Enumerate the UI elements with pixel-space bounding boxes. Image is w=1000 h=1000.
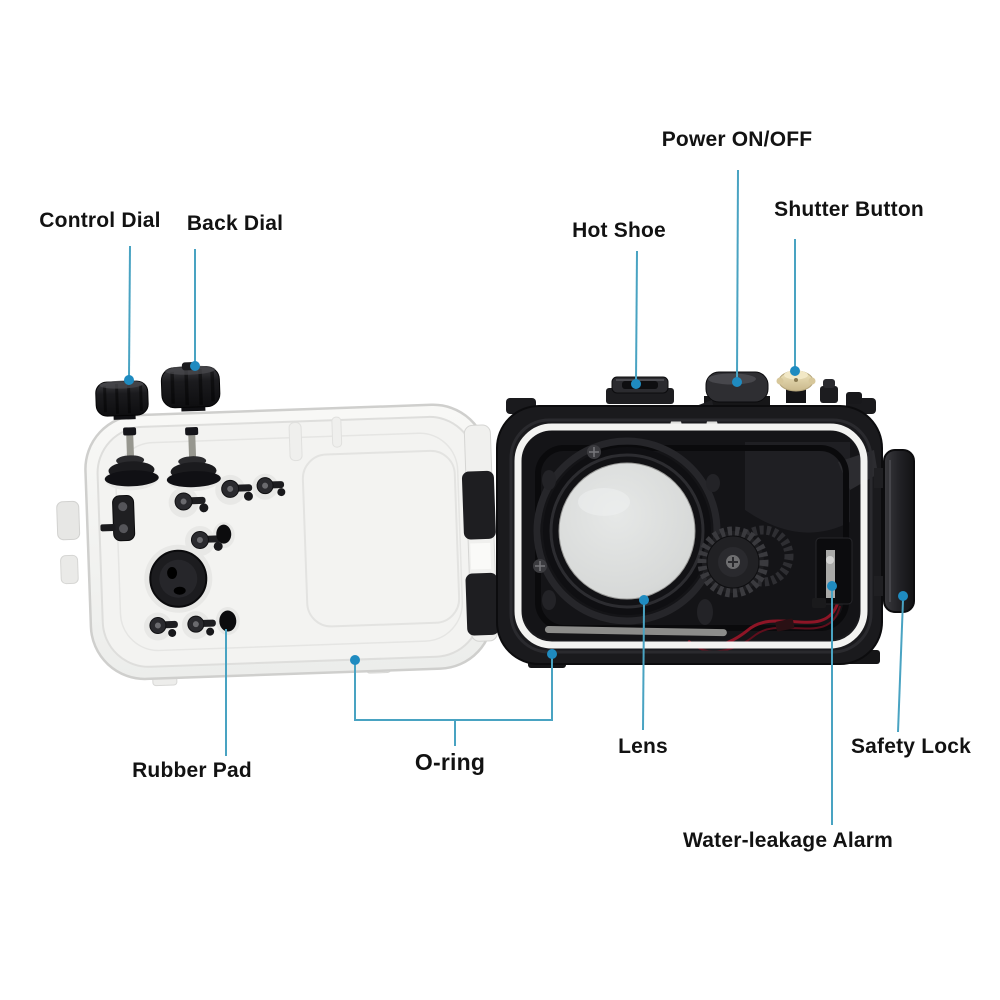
- hinge: [461, 424, 500, 642]
- rubber-pad-top: [216, 524, 232, 544]
- dial-shaft-pusher: [166, 427, 221, 488]
- leader-hot-shoe: [635, 250, 638, 382]
- dot-o-ring-right: [547, 649, 557, 659]
- o-ring-seal: [514, 423, 868, 649]
- button-pushers: [149, 477, 286, 637]
- label-shutter-button: Shutter Button: [774, 198, 924, 221]
- front-housing: [496, 370, 915, 668]
- dot-hot-shoe: [631, 379, 641, 389]
- interior-mount-shapes: [745, 442, 850, 533]
- power-lever: [688, 371, 770, 409]
- leader-lens: [642, 603, 645, 731]
- lid-molding: [301, 449, 461, 628]
- lens-boss-outline: [533, 437, 721, 625]
- dot-power: [732, 377, 742, 387]
- dot-water-alarm: [827, 581, 837, 591]
- aux-button: [820, 379, 862, 404]
- big-round-pad: [149, 549, 208, 608]
- label-control-dial: Control Dial: [39, 209, 161, 232]
- label-back-dial: Back Dial: [186, 212, 284, 235]
- label-lens: Lens: [618, 735, 668, 758]
- lid-molding: [288, 422, 303, 462]
- o-ring-groove: [509, 418, 873, 654]
- dot-safety-lock: [898, 591, 908, 601]
- gear-wheel: [697, 525, 794, 598]
- water-leakage-sensor: [812, 537, 853, 608]
- dot-shutter: [790, 366, 800, 376]
- dot-lens: [639, 595, 649, 605]
- safety-lock-latch: [874, 449, 915, 613]
- leader-lines: [128, 169, 904, 825]
- rubber-pad-bottom: [219, 610, 237, 632]
- label-rubber-pad: Rubber Pad: [132, 759, 252, 782]
- label-o-ring: O-ring: [414, 749, 486, 775]
- dot-o-ring-left: [350, 655, 360, 665]
- back-cover-side-tab: [60, 554, 79, 585]
- control-dial-knob: [95, 380, 149, 420]
- lens-window: [543, 447, 711, 615]
- label-water-leakage-alarm: Water-leakage Alarm: [683, 829, 893, 852]
- lock-lever-plate: [100, 495, 136, 542]
- leader-power: [736, 169, 739, 380]
- leader-o-ring: [354, 657, 553, 721]
- back-dial-knob: [160, 362, 221, 412]
- label-safety-lock: Safety Lock: [850, 735, 972, 758]
- dot-back-dial: [190, 361, 200, 371]
- dial-shaft-pusher: [104, 427, 159, 487]
- interior-details: [533, 418, 727, 637]
- back-cover: [56, 362, 500, 687]
- metal-rod: [544, 626, 727, 637]
- label-hot-shoe: Hot Shoe: [572, 219, 666, 242]
- leader-dots: [124, 361, 908, 665]
- leader-control-dial: [128, 245, 131, 378]
- back-cover-side-tab: [56, 500, 81, 541]
- leader-safety-lock: [897, 599, 904, 733]
- lid-molding: [331, 416, 343, 448]
- label-power-on-off: Power ON/OFF: [661, 128, 813, 151]
- dot-control-dial: [124, 375, 134, 385]
